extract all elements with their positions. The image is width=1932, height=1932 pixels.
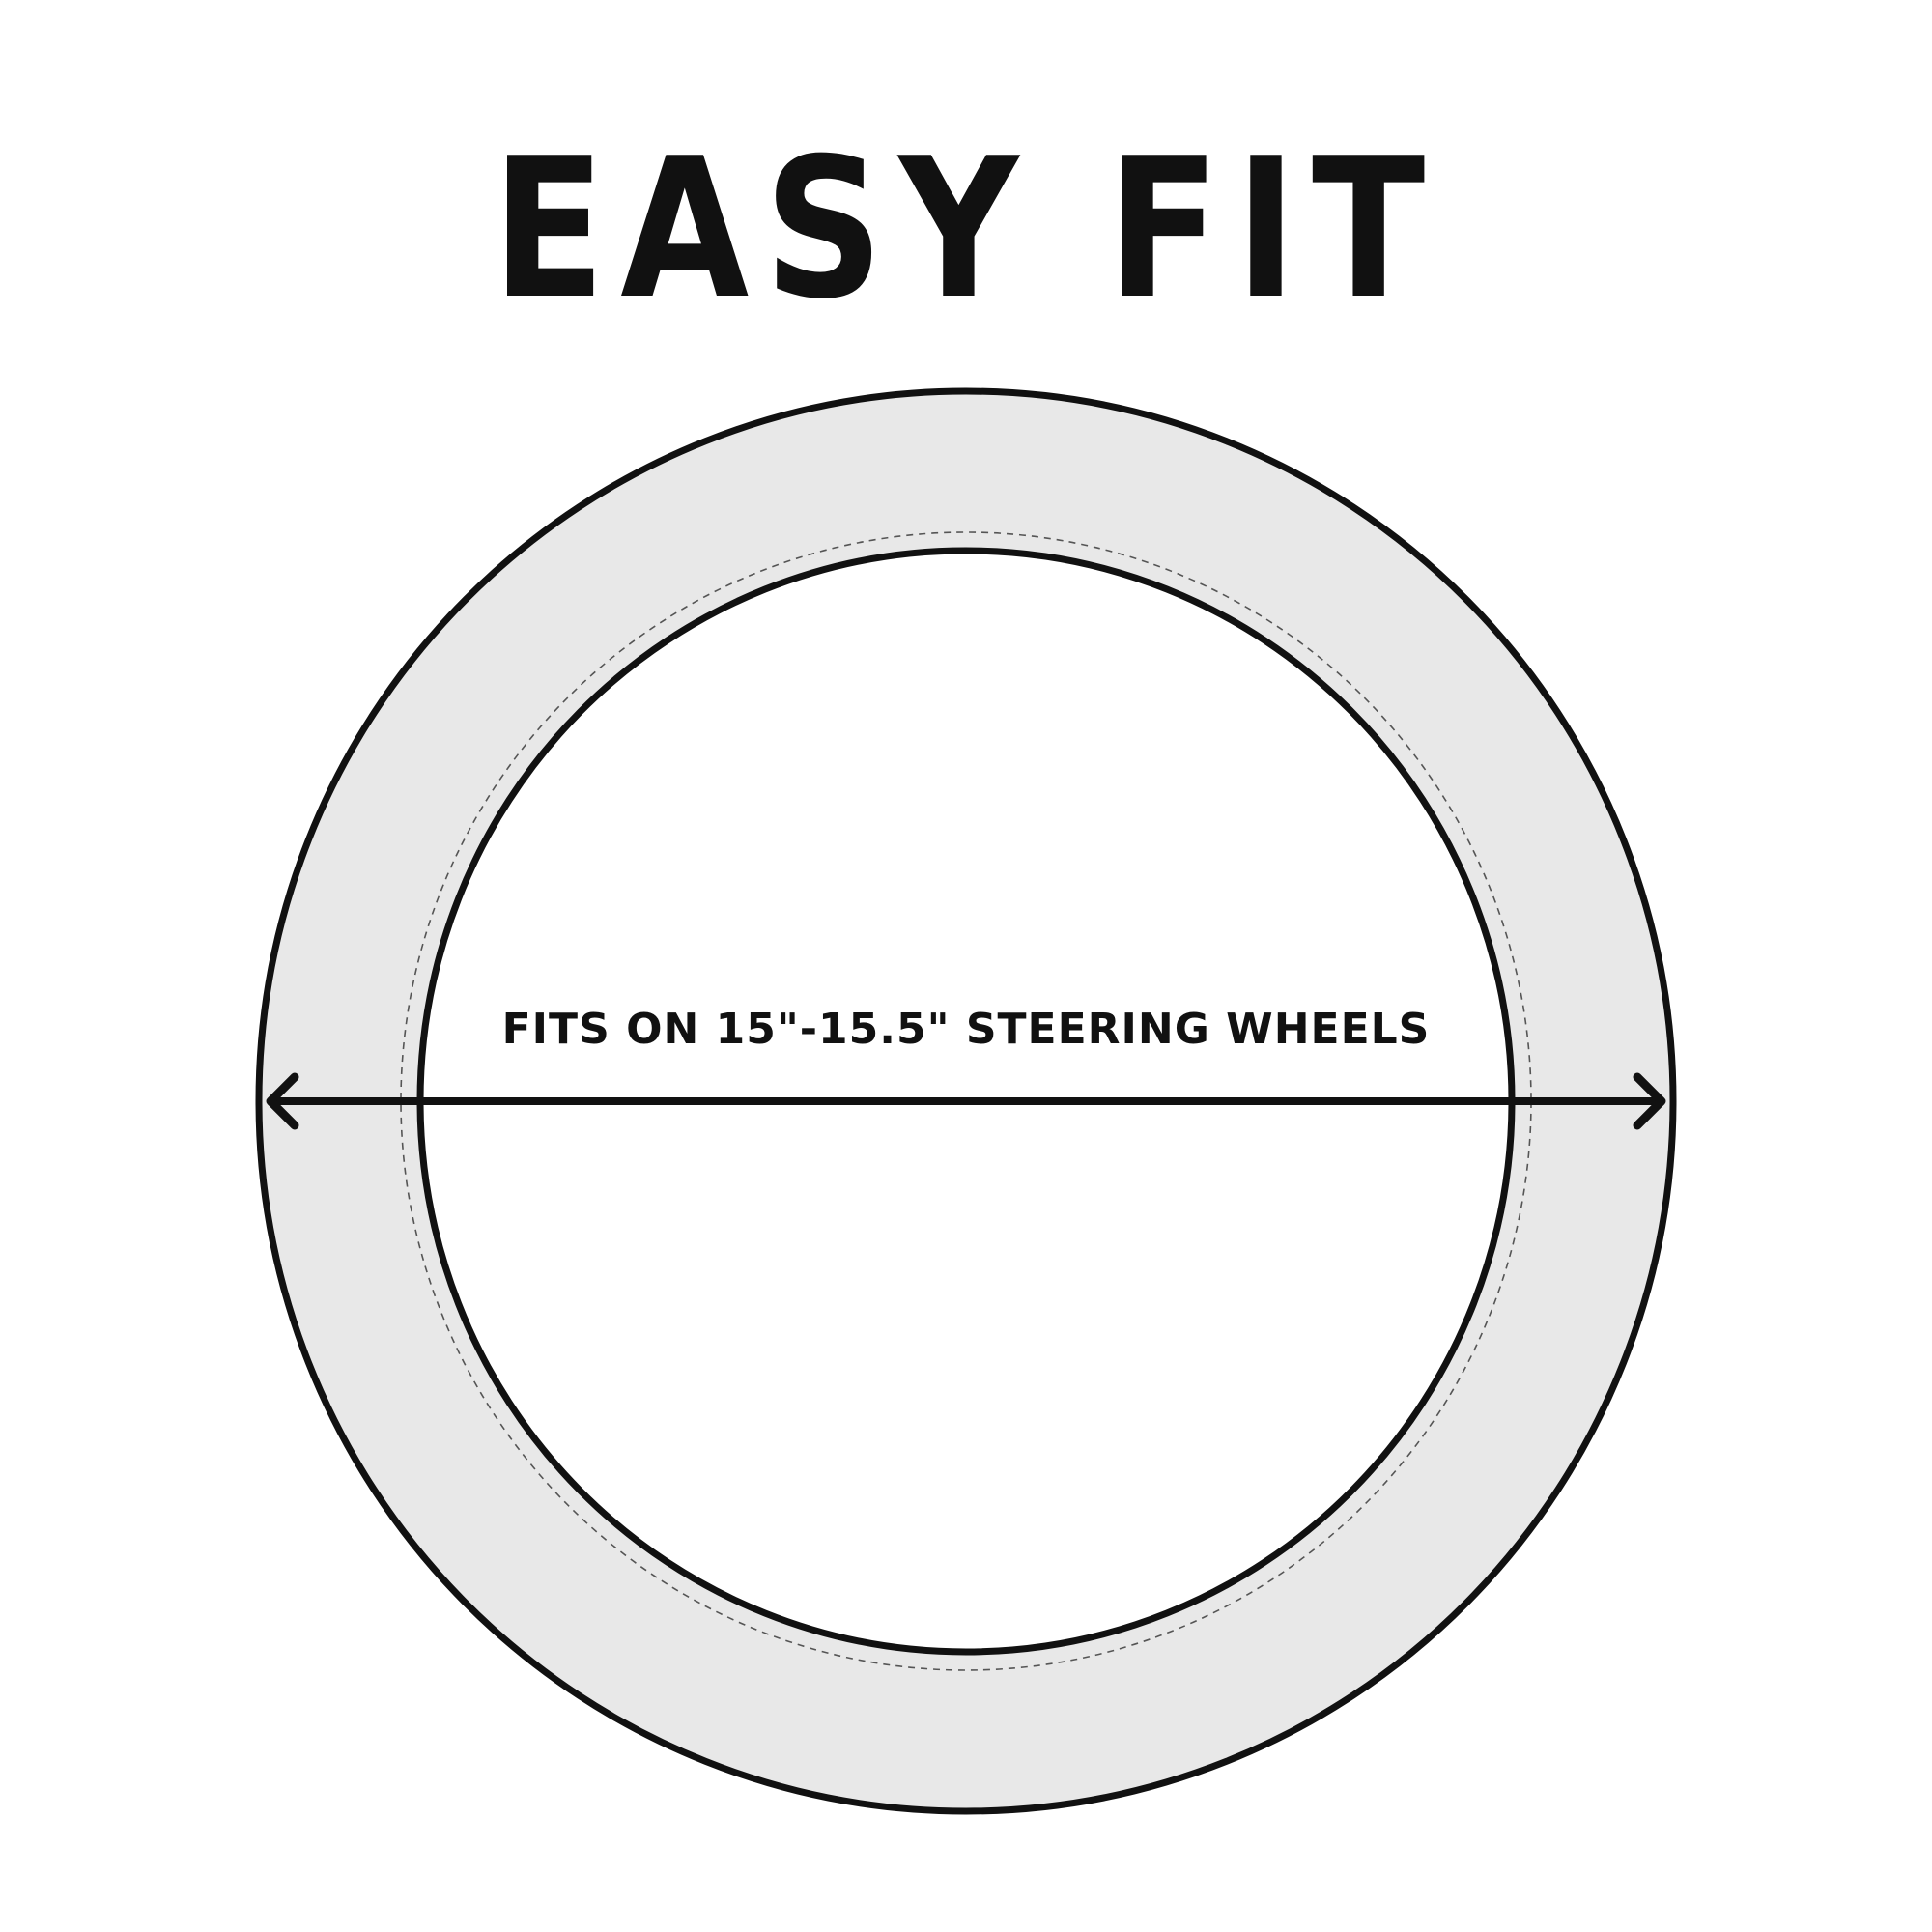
arrow-head-right-icon bbox=[1633, 1072, 1666, 1130]
arrow-head-left-icon bbox=[266, 1072, 299, 1130]
fit-label: FITS ON 15"-15.5" STEERING WHEELS bbox=[502, 1005, 1431, 1054]
diameter-arrow bbox=[266, 1072, 1666, 1130]
page-title: EASY FIT bbox=[492, 117, 1440, 342]
